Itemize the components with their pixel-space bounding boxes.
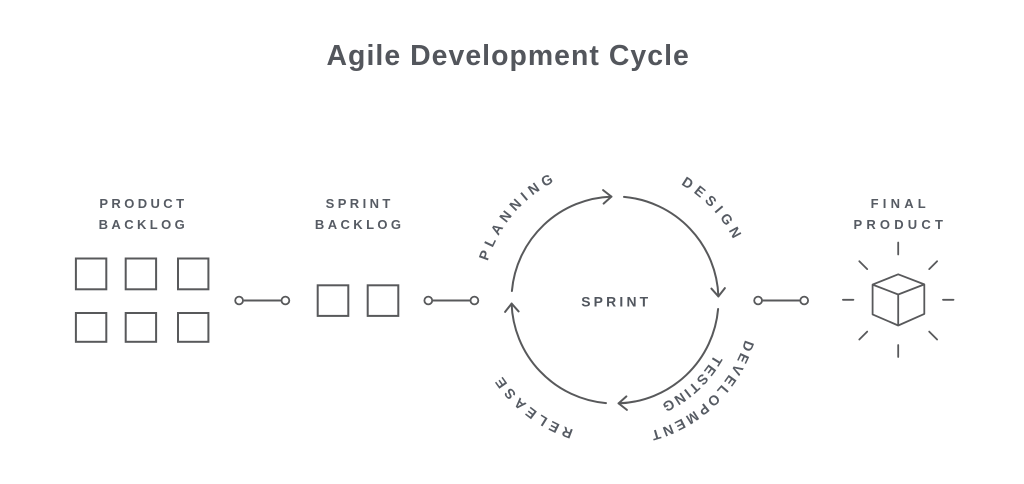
- svg-text:PLANNING: PLANNING: [475, 168, 559, 262]
- svg-text:SPRINT: SPRINT: [326, 196, 394, 211]
- svg-text:BACKLOG: BACKLOG: [315, 217, 405, 232]
- svg-text:PRODUCT: PRODUCT: [853, 217, 947, 232]
- svg-text:FINAL: FINAL: [871, 196, 930, 211]
- svg-text:DESIGN: DESIGN: [679, 173, 747, 244]
- svg-text:SPRINT: SPRINT: [581, 293, 651, 309]
- svg-text:RELEASE: RELEASE: [489, 371, 574, 442]
- svg-text:BACKLOG: BACKLOG: [99, 217, 189, 232]
- svg-text:PRODUCT: PRODUCT: [99, 196, 187, 211]
- svg-text:Agile Development Cycle: Agile Development Cycle: [327, 40, 690, 72]
